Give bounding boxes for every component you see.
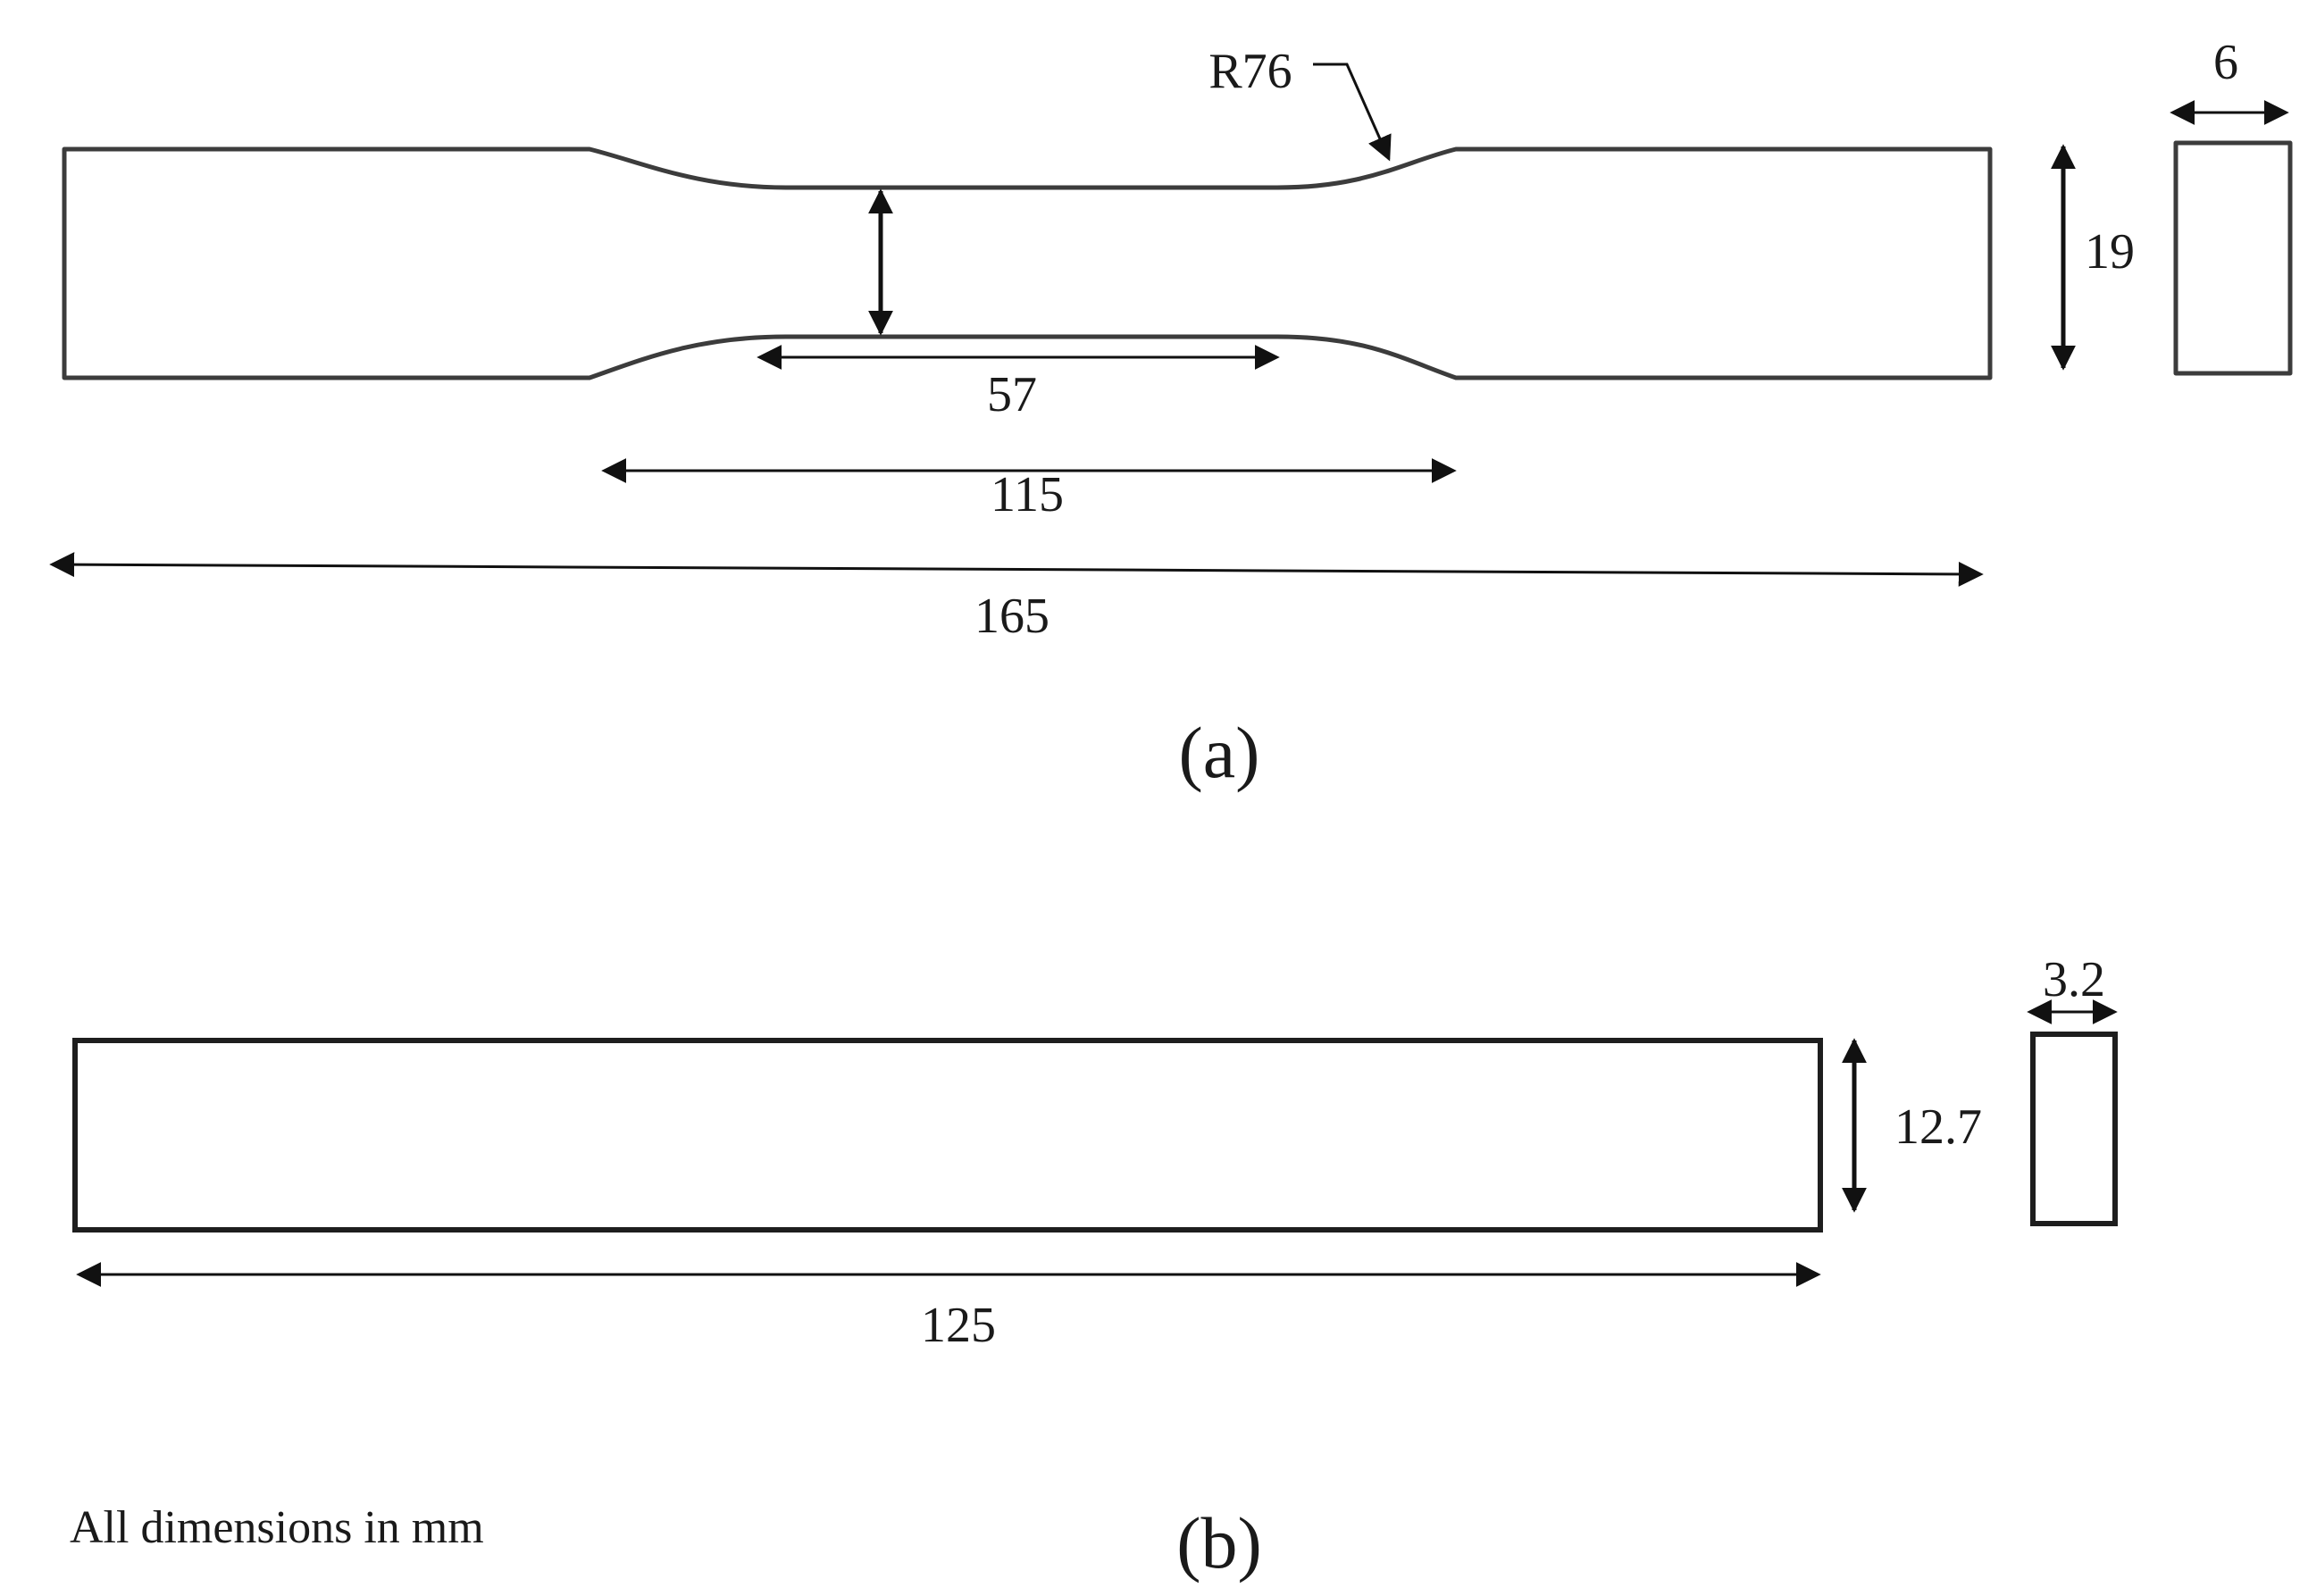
- overall-length-label: 165: [974, 589, 1049, 644]
- thickness-label-a: 6: [2213, 35, 2238, 90]
- units-note: All dimensions in mm: [70, 1502, 484, 1553]
- bar-outline: [72, 1038, 1823, 1233]
- width-label-b: 12.7: [1894, 1099, 1982, 1155]
- r76-leader: [1313, 63, 1392, 162]
- caption-b: (b): [1176, 1502, 1262, 1583]
- side-view-b: [2030, 1032, 2118, 1226]
- dogbone-outline: [62, 146, 1993, 380]
- side-view-a: [2173, 140, 2293, 376]
- width-label: 19: [2085, 224, 2135, 280]
- part-a: R76 57 115 165 19 6 (a): [49, 35, 2293, 793]
- caption-a: (a): [1178, 712, 1259, 793]
- part-b: 12.7 125 3.2 (b): [72, 952, 2118, 1583]
- length-label-b: 125: [921, 1298, 996, 1353]
- overall-length-arrow: [49, 552, 1984, 587]
- gauge-length-label: 57: [987, 367, 1037, 422]
- reduced-section-label: 115: [991, 467, 1064, 522]
- r76-label: R76: [1208, 44, 1292, 99]
- thickness-label-b: 3.2: [2043, 952, 2105, 1007]
